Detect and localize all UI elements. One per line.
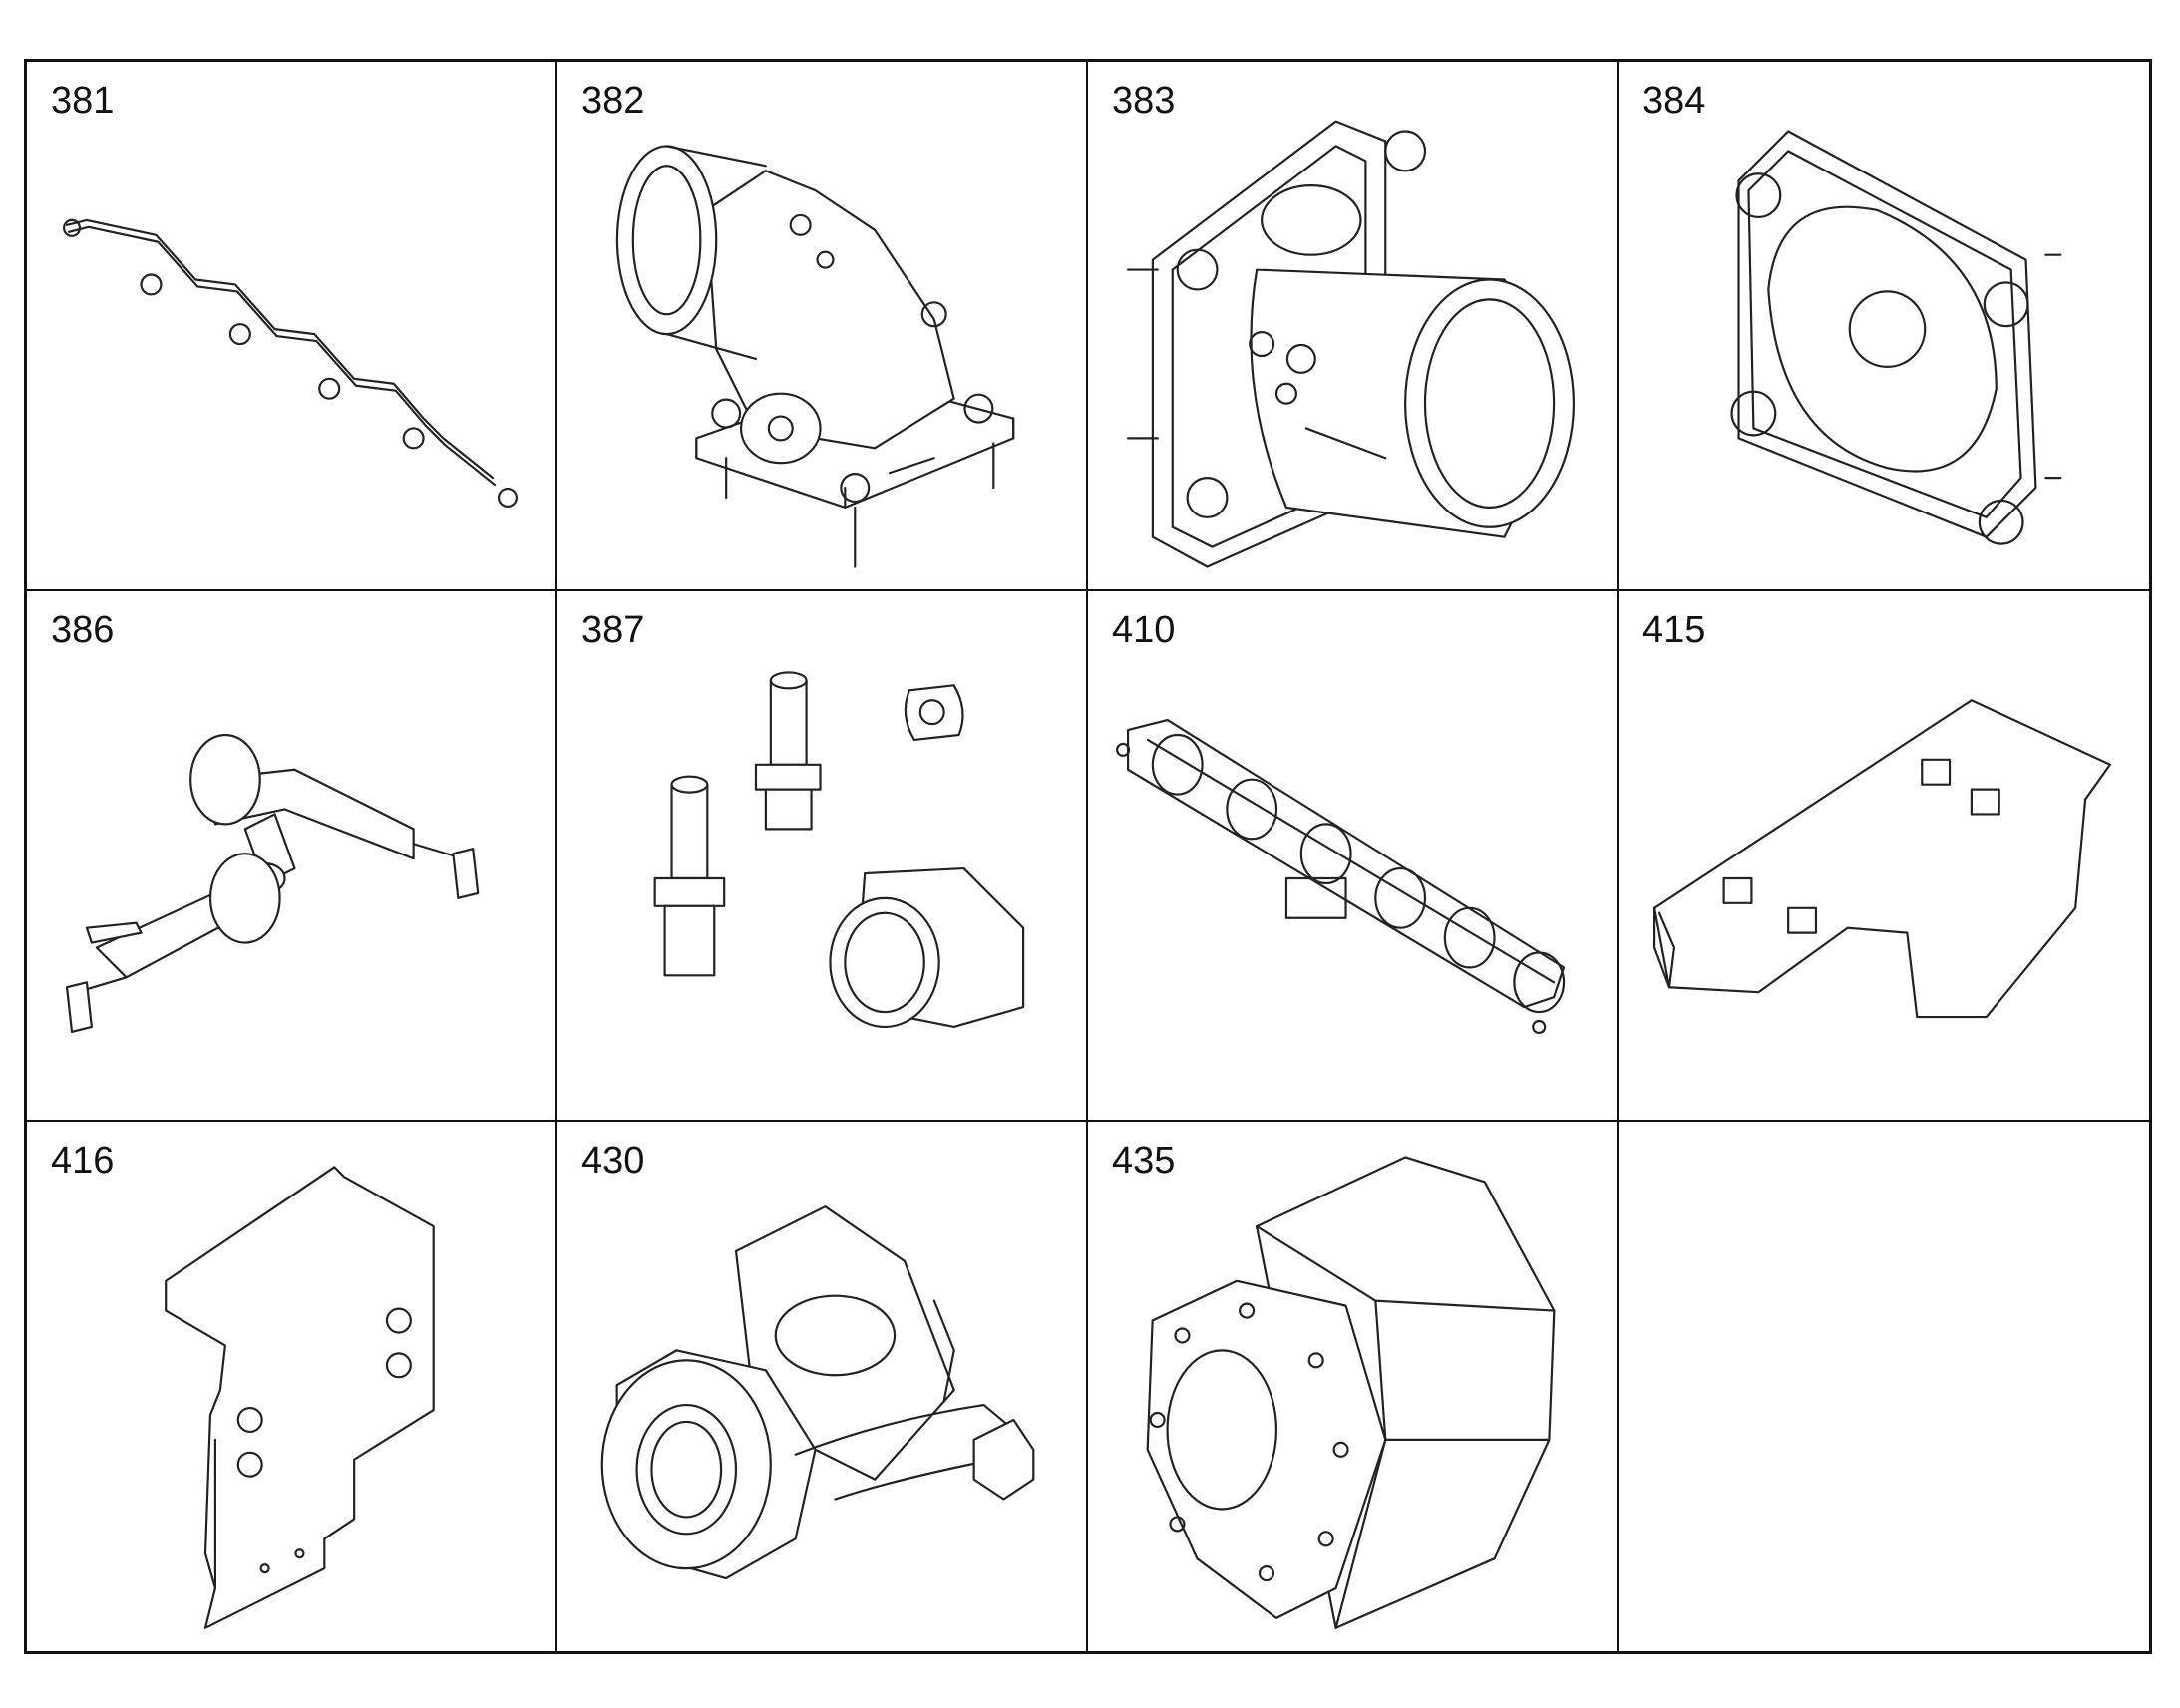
part-number: 435 (1112, 1139, 1176, 1182)
part-cell-386[interactable]: 386 (27, 591, 557, 1122)
exhaust-manifold-icon (1116, 719, 1566, 1035)
part-number: 386 (51, 609, 115, 652)
part-number: 410 (1112, 609, 1176, 652)
part-number: 415 (1642, 609, 1706, 652)
bracket-icon (1653, 699, 2112, 1019)
valve-fittings-icon (65, 734, 480, 1034)
mounting-plate-icon (165, 1165, 435, 1629)
heat-shield-icon (1146, 1156, 1556, 1629)
cover-plate-icon (1730, 130, 2062, 545)
part-cell-415[interactable]: 415 (1619, 591, 2149, 1122)
empty-cell (1619, 1122, 2149, 1651)
part-cell-382[interactable]: 382 (557, 62, 1088, 592)
part-number: 381 (51, 80, 115, 122)
part-cell-381[interactable]: 381 (27, 62, 557, 592)
part-number: 387 (581, 609, 645, 652)
part-number: 384 (1642, 80, 1706, 122)
part-cell-387[interactable]: 387 (557, 591, 1088, 1122)
intake-elbow-icon (615, 145, 1015, 568)
parts-grid: 381 382 383 (24, 59, 2152, 1654)
part-cell-416[interactable]: 416 (27, 1121, 557, 1651)
part-cell-383[interactable]: 383 (1088, 62, 1619, 592)
part-number: 416 (51, 1139, 115, 1182)
part-number: 430 (581, 1139, 645, 1182)
intake-housing-icon (1126, 120, 1576, 568)
part-cell-435[interactable]: 435 (1088, 1121, 1619, 1651)
part-number: 382 (581, 80, 645, 122)
part-cell-410[interactable]: 410 (1088, 591, 1619, 1122)
fuel-rail-icon (62, 218, 519, 508)
part-cell-430[interactable]: 430 (557, 1121, 1088, 1651)
turbocharger-icon (600, 1204, 1035, 1579)
connectors-icon (653, 671, 1025, 1029)
part-number: 383 (1112, 80, 1176, 122)
part-cell-384[interactable]: 384 (1619, 62, 2149, 592)
